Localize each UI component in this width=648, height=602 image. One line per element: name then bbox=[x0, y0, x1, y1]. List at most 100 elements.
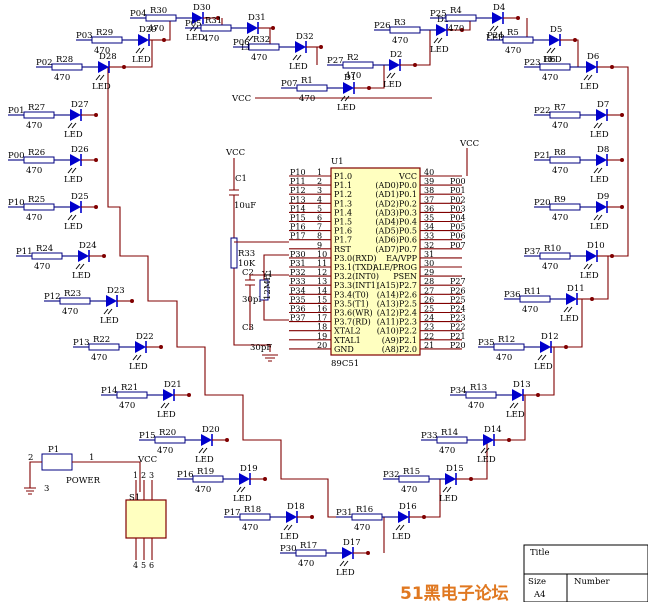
emit-arrow bbox=[489, 25, 495, 32]
junction bbox=[187, 393, 191, 397]
pin-name: (AD1)P0.1 bbox=[375, 190, 417, 199]
emit-arrow bbox=[513, 402, 519, 409]
emit-arrow bbox=[135, 47, 141, 54]
led-label: LED bbox=[477, 455, 496, 465]
resistor-value: 470 bbox=[203, 34, 219, 44]
emit-arrow bbox=[99, 74, 105, 81]
led-icon bbox=[483, 434, 494, 446]
resistor-ref: R23 bbox=[64, 289, 81, 299]
resistor-ref: R27 bbox=[28, 103, 45, 113]
led-array: P04R30470D30LEDP05R31470D31LEDP03R29470D… bbox=[8, 3, 624, 578]
power-jack bbox=[41, 453, 73, 471]
pin-net: P37 bbox=[290, 314, 306, 323]
led-icon bbox=[70, 154, 81, 166]
resistor-ref: R1 bbox=[301, 76, 313, 86]
led-icon bbox=[343, 82, 354, 94]
led-icon bbox=[436, 24, 447, 36]
pin-net: P33 bbox=[290, 277, 306, 286]
pin-name: P1.6 bbox=[334, 227, 352, 236]
junction bbox=[310, 515, 314, 519]
led-icon bbox=[445, 473, 456, 485]
pin-name: (A9)P2.1 bbox=[382, 336, 417, 345]
emit-arrow bbox=[283, 524, 289, 531]
led-icon bbox=[295, 41, 306, 53]
pin-number: 10 bbox=[317, 250, 327, 259]
resistor-ref: R29 bbox=[96, 28, 113, 38]
led-ref: D8 bbox=[597, 145, 609, 155]
junction bbox=[413, 63, 417, 67]
led-label: LED bbox=[590, 222, 609, 232]
emit-arrow bbox=[597, 122, 603, 129]
led-icon bbox=[78, 250, 89, 262]
led-icon bbox=[596, 201, 607, 213]
emit-arrow bbox=[296, 54, 302, 61]
led-label: LED bbox=[580, 271, 599, 281]
pin-number: 29 bbox=[424, 268, 434, 277]
junction bbox=[94, 205, 98, 209]
net-label: P07 bbox=[281, 79, 298, 89]
led-ref: D26 bbox=[71, 145, 89, 155]
pin-name: XTAL2 bbox=[334, 327, 361, 336]
net-label: P22 bbox=[534, 106, 551, 116]
resistor-value: 470 bbox=[34, 262, 50, 272]
emit-arrow bbox=[132, 354, 138, 361]
led-label: LED bbox=[64, 175, 83, 185]
p1-pin2: 2 bbox=[28, 453, 33, 463]
led-label: LED bbox=[337, 103, 356, 113]
net-label: P05 bbox=[185, 19, 202, 29]
c3-ref: C3 bbox=[242, 323, 254, 333]
vcc-label: VCC bbox=[137, 455, 157, 465]
pin-number: 7 bbox=[317, 223, 322, 232]
s1-ref: S1 bbox=[129, 493, 140, 503]
resistor-value: 470 bbox=[401, 485, 417, 495]
led-label: LED bbox=[100, 316, 119, 326]
s1-switch bbox=[125, 499, 167, 539]
emit-arrow bbox=[339, 560, 345, 567]
emit-arrow bbox=[493, 25, 499, 32]
pin-name: ALE/PROG bbox=[372, 263, 417, 272]
pin-net: P20 bbox=[450, 341, 466, 350]
p1-pin1: 1 bbox=[89, 453, 94, 463]
pin-name: (AD5)P0.5 bbox=[375, 227, 417, 236]
resistor-ref: R7 bbox=[554, 103, 566, 113]
resistor-value: 470 bbox=[119, 401, 135, 411]
pin-number: 13 bbox=[317, 277, 327, 286]
pin-number: 23 bbox=[424, 323, 434, 332]
led-label: LED bbox=[336, 568, 355, 578]
led-icon bbox=[398, 511, 409, 523]
emit-arrow bbox=[107, 308, 113, 315]
vcc-label: VCC bbox=[459, 139, 479, 149]
junction bbox=[610, 65, 614, 69]
net-label: P36 bbox=[504, 290, 521, 300]
resistor-ref: R25 bbox=[28, 195, 45, 205]
led-ref: D3 bbox=[437, 15, 449, 25]
pin-number: 1 bbox=[317, 168, 322, 177]
pin-net: P35 bbox=[290, 295, 306, 304]
pin-name: P1.0 bbox=[334, 172, 352, 181]
emit-arrow bbox=[287, 524, 293, 531]
pin-number: 33 bbox=[424, 232, 434, 241]
pin-name: (AD0)P0.0 bbox=[375, 181, 417, 190]
emit-arrow bbox=[75, 263, 81, 270]
pin-number: 24 bbox=[424, 314, 434, 323]
led-icon bbox=[135, 341, 146, 353]
pin-net: P03 bbox=[450, 204, 466, 213]
emit-arrow bbox=[95, 74, 101, 81]
led-icon bbox=[106, 295, 117, 307]
emit-arrow bbox=[103, 308, 109, 315]
